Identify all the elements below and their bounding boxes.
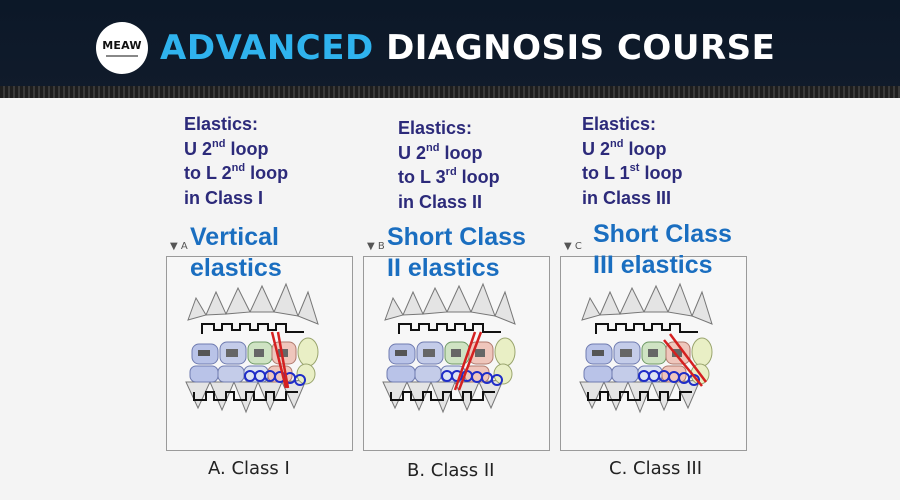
teeth-drawing-a bbox=[185, 283, 319, 413]
note-b-line1: Elastics: bbox=[398, 118, 473, 138]
title-main: DIAGNOSIS COURSE bbox=[386, 28, 776, 68]
note-c-line2: U 2nd loop bbox=[582, 137, 667, 159]
label-a-line2: elastics bbox=[190, 254, 282, 282]
label-b-line2: II elastics bbox=[387, 254, 500, 282]
meaw-logo: MEAW bbox=[96, 22, 148, 74]
note-b-line3: to L 3rd loop bbox=[398, 166, 500, 188]
caption-b: B. Class II bbox=[407, 460, 495, 481]
logo-underline bbox=[106, 55, 138, 57]
note-b: Elastics: U 2nd loop to L 3rd loop in Cl… bbox=[398, 116, 500, 214]
teeth-drawing-b bbox=[382, 283, 516, 413]
note-b-line2: U 2nd loop bbox=[398, 141, 483, 163]
panel-b-letter: ▼ B bbox=[367, 241, 385, 252]
note-c-line4: in Class III bbox=[582, 187, 672, 208]
panel-c-letter: ▼ C bbox=[564, 241, 582, 252]
label-a-line1: Vertical bbox=[190, 223, 279, 251]
caption-a: A. Class I bbox=[208, 458, 290, 479]
note-a-line4: in Class I bbox=[184, 187, 264, 208]
logo-text: MEAW bbox=[102, 39, 142, 52]
label-short-class-ii: Short Class II elastics bbox=[387, 222, 526, 284]
header-divider bbox=[0, 86, 900, 98]
note-a-line3: to L 2nd loop bbox=[184, 162, 289, 184]
note-b-line4: in Class II bbox=[398, 191, 483, 212]
note-a: Elastics: U 2nd loop to L 2nd loop in Cl… bbox=[184, 112, 288, 210]
label-vertical-elastics: Vertical elastics bbox=[190, 222, 282, 284]
label-c-line1: Short Class bbox=[593, 220, 732, 248]
note-c-line1: Elastics: bbox=[582, 114, 657, 134]
page-title: ADVANCED DIAGNOSIS COURSE bbox=[160, 25, 775, 73]
title-accent: ADVANCED bbox=[160, 28, 374, 68]
note-a-line2: U 2nd loop bbox=[184, 137, 269, 159]
label-short-class-iii: Short Class III elastics bbox=[593, 219, 732, 281]
label-b-line1: Short Class bbox=[387, 223, 526, 251]
header-banner bbox=[0, 0, 900, 91]
caption-c: C. Class III bbox=[609, 458, 703, 479]
panel-a-letter: ▼ A bbox=[170, 241, 188, 252]
teeth-drawing-c bbox=[579, 283, 713, 413]
note-c: Elastics: U 2nd loop to L 1st loop in Cl… bbox=[582, 112, 682, 210]
note-a-line1: Elastics: bbox=[184, 114, 259, 134]
label-c-line2: III elastics bbox=[593, 251, 713, 279]
note-c-line3: to L 1st loop bbox=[582, 162, 683, 184]
